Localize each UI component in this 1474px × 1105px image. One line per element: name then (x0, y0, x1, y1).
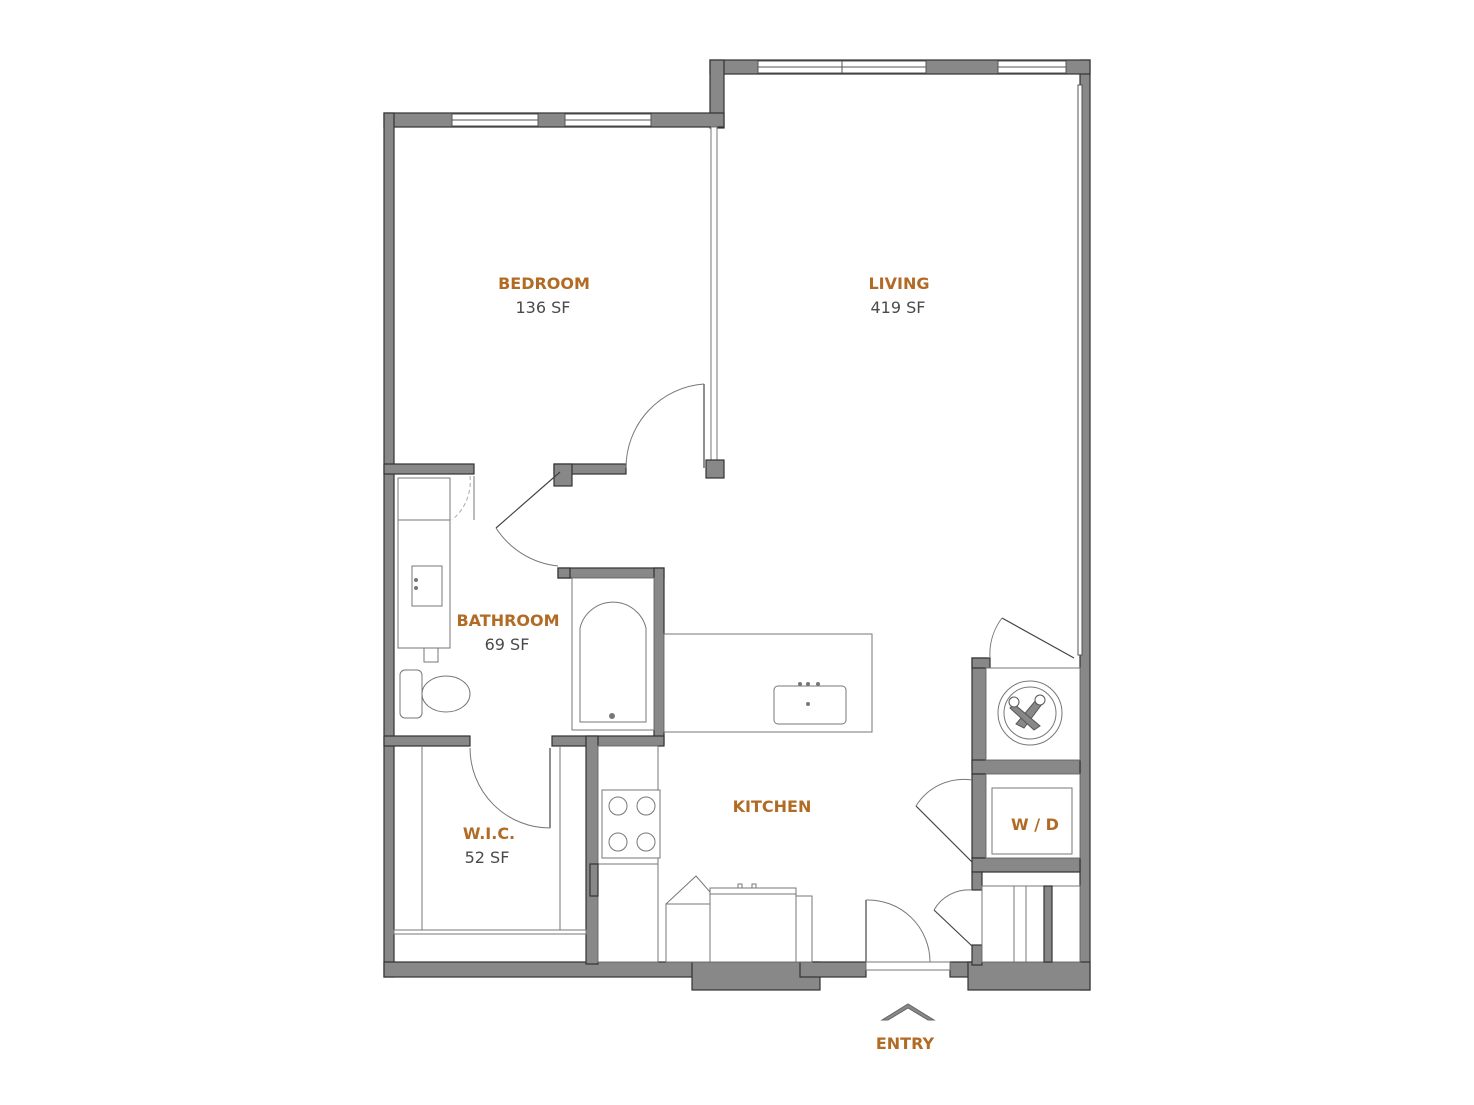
kitchen-fixtures (589, 633, 873, 963)
bedroom-label: BEDROOM (498, 274, 590, 293)
bathroom-label: BATHROOM (456, 611, 559, 630)
washer-dryer (985, 773, 1081, 859)
wrench-screwdriver-icon (1008, 694, 1046, 731)
living-area: 419 SF (871, 298, 926, 317)
living-label: LIVING (868, 274, 929, 293)
bathroom-fixtures (397, 477, 655, 731)
windows (451, 60, 1083, 656)
wic-label: W.I.C. (463, 824, 515, 843)
entry-label: ENTRY (876, 1034, 935, 1053)
kitchen-label: KITCHEN (733, 797, 812, 816)
interior-walls (383, 126, 1081, 966)
exterior-walls (383, 59, 1091, 991)
doors (451, 383, 1075, 971)
chevron-up-icon (880, 1003, 936, 1021)
wic-area: 52 SF (465, 848, 510, 867)
bathroom-area: 69 SF (485, 635, 530, 654)
bedroom-area: 136 SF (516, 298, 571, 317)
washer-dryer-label: W / D (1011, 815, 1059, 834)
